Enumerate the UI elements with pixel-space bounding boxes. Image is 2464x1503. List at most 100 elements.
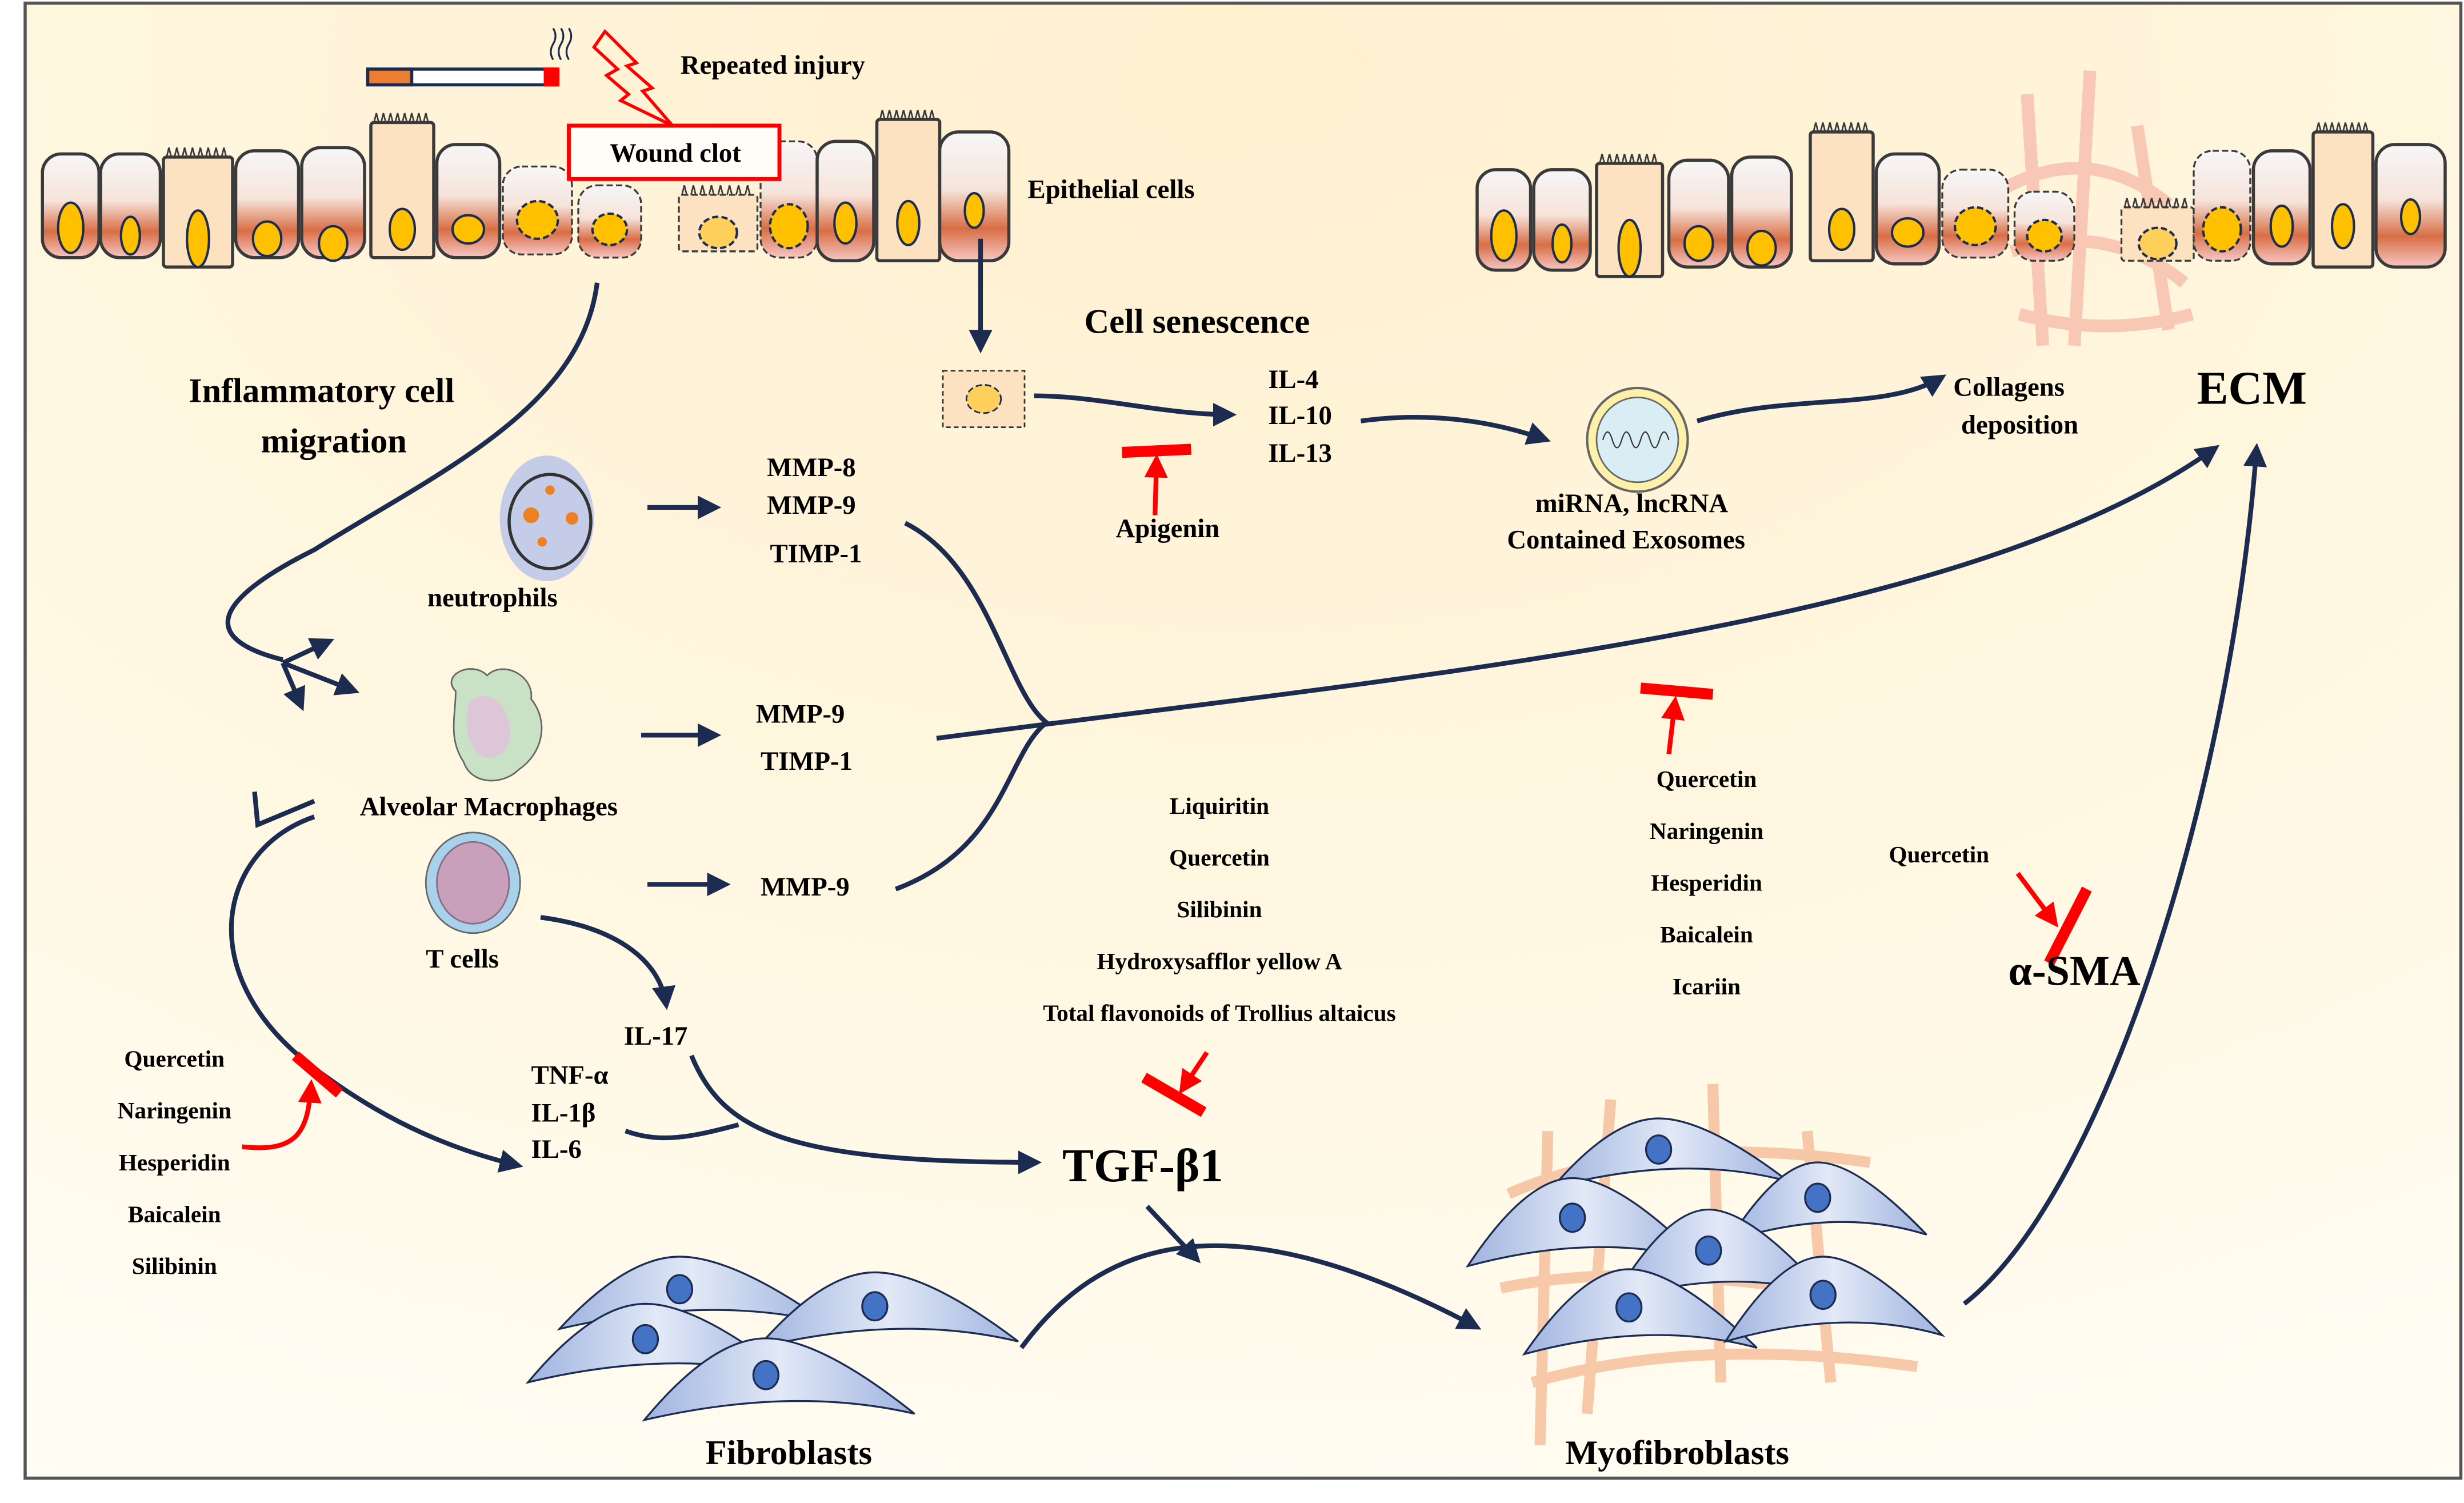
il17-label: IL-17 [624, 1021, 688, 1051]
collagen-label-line2: deposition [1961, 410, 2078, 440]
epithelial-cell [435, 143, 502, 259]
apigenin-inhibit-bar [1122, 443, 1191, 458]
epithelial-cell [41, 152, 101, 259]
tgf-inhibitor: Hydroxysafflor yellow A [1097, 948, 1342, 974]
exosome-arrow [1360, 415, 1551, 445]
tcells-label: T cells [426, 944, 499, 974]
epithelial-cell [1809, 122, 1875, 263]
epithelial-cell [1532, 168, 1592, 272]
asma-inhibitor-label: Quercetin [1889, 841, 1990, 868]
epithelial-cell [1730, 155, 1793, 269]
ecm-label: ECM [2197, 362, 2307, 414]
myofibroblasts-label: Myofibroblasts [1565, 1434, 1789, 1472]
epithelial-cell [938, 130, 1011, 263]
epithelial-cell [2193, 150, 2251, 262]
t-cell-icon [425, 832, 521, 934]
left-inhibit-arrow [242, 1079, 322, 1150]
tgf-inhibitor: Quercetin [1169, 845, 1270, 871]
il17-tgf-arrow [689, 1054, 1042, 1174]
exosome-label-line2: Contained Exosomes [1507, 525, 1745, 554]
ecm-inhibitor: Quercetin [1657, 766, 1757, 792]
epithelial-layer-injured [41, 110, 1011, 269]
branch-arrow-1 [282, 638, 334, 665]
neutrophil-product-1: MMP-8 [767, 453, 856, 482]
ecm-arrow-from-mmp [936, 445, 2220, 741]
tgf-inhibitor: Silibinin [1177, 896, 1262, 922]
asma-inhibit-bar [2044, 886, 2092, 966]
tcell-product-1: MMP-9 [761, 872, 850, 902]
apigenin-label: Apigenin [1116, 514, 1220, 543]
ecm-inhibitor-list: Quercetin Naringenin Hesperidin Baicalei… [1650, 766, 1763, 1000]
epithelial-cell [2120, 198, 2195, 262]
tnf-alpha-label: TNF-α [531, 1061, 609, 1090]
wound-clot-label: Wound clot [610, 138, 741, 168]
arrow-open-head [252, 791, 315, 829]
cell-senescence-title: Cell senescence [1085, 303, 1310, 341]
ecm-inhibitor: Baicalein [1660, 921, 1753, 948]
left-inhibitor: Quercetin [124, 1045, 225, 1072]
epithelial-cell [234, 149, 301, 259]
fibroblast-cell [1465, 1177, 1704, 1268]
macrophages-label: Alveolar Macrophages [360, 792, 618, 822]
epithelial-cell [1475, 168, 1533, 272]
epithelial-cell [1941, 169, 2010, 259]
epithelial-cell [2374, 143, 2447, 269]
fibroblast-cell [1550, 1117, 1789, 1189]
left-inhibitor: Hesperidin [119, 1149, 230, 1176]
epithelial-cell [815, 139, 875, 263]
proinflammatory-arrow [229, 814, 523, 1173]
ecm-inhibitor: Hesperidin [1651, 870, 1762, 896]
tgf-activation-arrow [1145, 1205, 1201, 1264]
macrophage-product-1: MMP-9 [756, 699, 845, 729]
branch-arrow-3 [281, 662, 305, 711]
collagen-arrow [1696, 374, 1947, 423]
fibroblast-cell [754, 1271, 1019, 1350]
tgf-inhibitor: Liquiritin [1170, 793, 1269, 819]
epithelial-cell [2311, 122, 2375, 269]
wound-clot-box [567, 123, 782, 181]
epithelial-cell [300, 146, 366, 262]
epithelial-cell [678, 185, 759, 253]
macrophage-icon [450, 668, 543, 782]
tgf-inhibitor: Total flavonoids of Trollius altaicus [1043, 1000, 1395, 1026]
epithelial-cell [162, 147, 234, 269]
migration-arrow [225, 282, 600, 662]
epithelial-cell [577, 184, 642, 259]
neutrophils-label: neutrophils [427, 583, 558, 613]
exosome-icon [1586, 386, 1689, 493]
lightning-icon [591, 29, 674, 127]
fibroblast-cell [642, 1337, 915, 1422]
tgf-inhibit-bar [1141, 1073, 1207, 1117]
exosome-label-line1: miRNA, lncRNA [1535, 489, 1729, 518]
cytokine-il10: IL-10 [1268, 401, 1332, 430]
cytokine-merge-line [625, 1122, 739, 1141]
asma-label: α-SMA [2009, 948, 2141, 994]
fibroblast-cell [1726, 1161, 1927, 1243]
inflammatory-title-line2: migration [261, 422, 407, 461]
epithelial-cell [2251, 149, 2312, 266]
differentiation-arrow [1019, 1243, 1482, 1349]
left-inhibitor: Baicalein [128, 1201, 221, 1227]
epithelial-cell [1874, 152, 1941, 266]
ecm-inhibit-bar [1640, 682, 1714, 700]
fibroblast-cell [1522, 1268, 1758, 1356]
ecm-arrow-from-myofibroblasts [1962, 443, 2267, 1306]
apigenin-arrow [1144, 454, 1168, 515]
epithelial-cell [1667, 158, 1730, 269]
il6-label: IL-6 [531, 1134, 582, 1164]
epithelial-layer-fibrotic [1475, 122, 2447, 278]
epithelial-cell [99, 152, 162, 259]
macrophage-product-2: TIMP-1 [761, 746, 853, 776]
epithelial-cell [2013, 190, 2075, 262]
cytokine-il4: IL-4 [1268, 365, 1318, 394]
ecm-inhibitor: Naringenin [1650, 818, 1763, 844]
epithelial-cells-label: Epithelial cells [1028, 174, 1195, 204]
il1b-label: IL-1β [531, 1098, 596, 1128]
ecm-inhibit-arrow [1661, 695, 1685, 754]
tgf-inhibit-arrow [1179, 1051, 1209, 1094]
cytokine-arrow [1034, 393, 1237, 427]
left-inhibitor: Silibinin [132, 1253, 217, 1279]
fibroblast-cell [1723, 1256, 1946, 1344]
